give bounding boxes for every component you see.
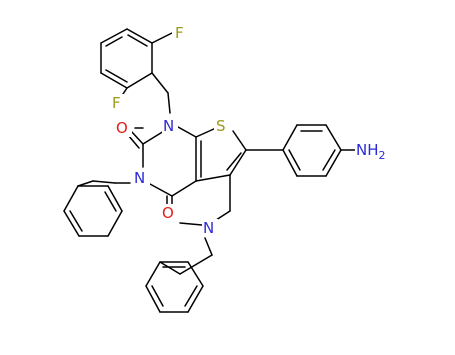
fluorine-left-label: F	[112, 94, 121, 112]
n3-label: N	[134, 169, 145, 187]
n1-label: N	[163, 117, 174, 135]
thiophene-ring	[195, 127, 247, 182]
n-phenyl-ring	[63, 180, 131, 237]
oxygen-c4-label: O	[162, 204, 174, 222]
pyrimidine-ring	[127, 126, 197, 208]
amine-n-label: N	[203, 219, 214, 237]
difluorophenyl-ring	[100, 28, 173, 114]
fluorine-top-label: F	[175, 24, 184, 42]
nh2-subscript: 2	[379, 149, 386, 162]
nh2-label: NH2	[356, 141, 386, 162]
nh2-text: NH	[356, 141, 379, 159]
atom-labels: F F N S O N O N NH2	[110, 23, 386, 237]
sulfur-label: S	[216, 117, 226, 135]
aminomethyl-chain	[179, 174, 231, 275]
oxygen-c2-label: O	[116, 119, 128, 137]
aminophenyl-ring	[245, 124, 356, 177]
benzyl-ring	[145, 261, 204, 313]
